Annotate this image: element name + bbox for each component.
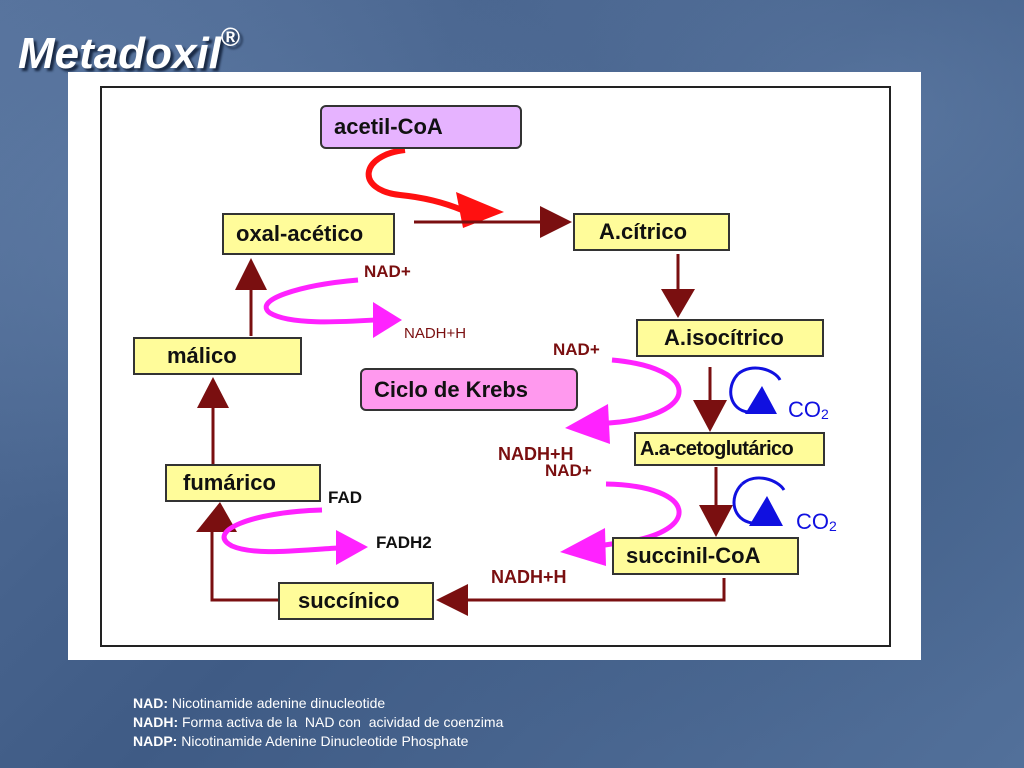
glossary-nad-text: Nicotinamide adenine dinucleotide (168, 695, 386, 711)
label-nadh-top: NADH+H (404, 325, 467, 342)
glossary-nad: NAD: Nicotinamide adenine dinucleotide (133, 694, 503, 713)
glossary-nadh-term: NADH: (133, 714, 179, 730)
box-malico-label: málico (167, 343, 237, 368)
label-nad-keto: NAD+ (545, 461, 592, 480)
label-co2-2: CO2 (796, 509, 837, 535)
co2-2-sub: 2 (829, 518, 837, 534)
label-nad-iso: NAD+ (553, 340, 600, 359)
glossary: NAD: Nicotinamide adenine dinucleotide N… (133, 694, 503, 751)
nad-iso-curve (597, 357, 682, 427)
box-isocitrico: A.isocítrico (636, 319, 824, 357)
label-nadh-succ: NADH+H (491, 567, 567, 587)
oxal-arrowhead (235, 258, 267, 290)
keto-arrowhead (693, 400, 727, 432)
label-fad: FAD (328, 488, 362, 507)
co2-arrowhead-1 (745, 386, 777, 414)
box-ciclo-krebs: Ciclo de Krebs (360, 368, 578, 411)
box-citrico-label: A.cítrico (599, 219, 688, 244)
co2-curve-1-top (737, 366, 782, 381)
glossary-nadp-text: Nicotinamide Adenine Dinucleotide Phosph… (177, 733, 469, 749)
label-co2-1: CO2 (788, 397, 829, 423)
acetyl-curve (365, 147, 464, 213)
succinil-to-succinico-line (466, 578, 726, 602)
nad-top-curve (263, 277, 376, 325)
box-isocitrico-label: A.isocítrico (664, 325, 784, 350)
nad-top-arrowhead (373, 302, 402, 338)
succinico-arrowhead (436, 584, 468, 616)
slide-title: Metadoxil® (18, 22, 240, 79)
box-succinico-label: succínico (298, 588, 400, 613)
citrico-arrowhead (540, 206, 572, 238)
co2-arrowhead-2 (749, 496, 783, 526)
box-acetil-coa: acetil-CoA (320, 105, 522, 149)
co2-curve-2 (732, 482, 753, 525)
co2-2-text: CO (796, 509, 829, 534)
box-succinil-coa-label: succinil-CoA (626, 543, 761, 568)
succinil-arrowhead (699, 505, 733, 537)
title-text: Metadoxil (18, 29, 221, 78)
label-fadh2: FADH2 (376, 533, 432, 552)
box-fumarico: fumárico (165, 464, 321, 502)
co2-1-text: CO (788, 397, 821, 422)
box-malico: málico (133, 337, 302, 375)
box-succinico: succínico (278, 582, 434, 620)
acetyl-arrowhead (456, 192, 504, 228)
co2-curve-1 (729, 372, 749, 414)
glossary-nadp: NADP: Nicotinamide Adenine Dinucleotide … (133, 732, 503, 751)
co2-curve-2-top (741, 476, 786, 491)
box-oxal-acetico: oxal-acético (222, 213, 395, 255)
box-ciclo-krebs-label: Ciclo de Krebs (374, 376, 529, 402)
glossary-nadh-text: Forma activa de la NAD con acividad de c… (178, 714, 504, 730)
label-nadh-iso: NADH+H (498, 444, 574, 464)
glossary-nad-term: NAD: (133, 695, 168, 711)
fumarico-arrowhead (196, 502, 237, 532)
iso-arrowhead (661, 289, 695, 318)
glossary-nadp-term: NADP: (133, 733, 178, 749)
box-cetoglutarico-label: A.a-cetoglutárico (640, 437, 794, 460)
box-cetoglutarico: A.a-cetoglutárico (634, 432, 825, 466)
glossary-nadh: NADH: Forma activa de la NAD con acivida… (133, 713, 503, 732)
registered-mark: ® (220, 22, 241, 52)
box-succinil-coa: succinil-CoA (612, 537, 799, 575)
co2-1-sub: 2 (821, 406, 829, 422)
nad-iso-arrowhead (565, 404, 610, 444)
box-fumarico-label: fumárico (183, 470, 276, 495)
label-nad-top: NAD+ (364, 262, 411, 281)
box-acetil-coa-label: acetil-CoA (334, 114, 443, 139)
nad-keto-arrowhead (560, 528, 606, 566)
box-citrico: A.cítrico (573, 213, 730, 251)
malico-arrowhead (197, 377, 229, 408)
box-oxal-acetico-label: oxal-acético (236, 221, 364, 246)
fad-curve (221, 507, 339, 555)
succinico-to-fumarico-line (210, 532, 278, 602)
fad-arrowhead (336, 530, 368, 565)
